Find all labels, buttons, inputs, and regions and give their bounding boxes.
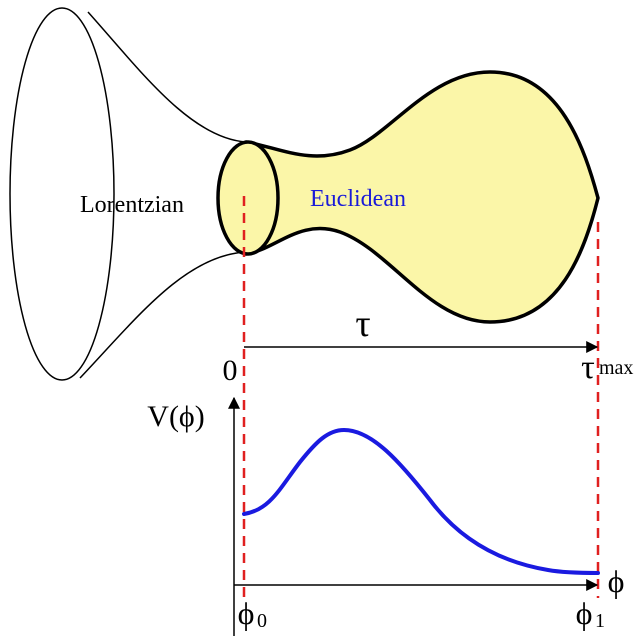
neck-ellipse bbox=[216, 140, 280, 256]
v-axis-label: V(ϕ) bbox=[147, 400, 204, 433]
phi0-subscript: 0 bbox=[257, 610, 267, 632]
tau-axis: τ 0 τ max bbox=[223, 303, 634, 387]
phi1-symbol: ϕ bbox=[576, 595, 593, 631]
potential-curve bbox=[242, 427, 600, 575]
lorentzian-region bbox=[9, 7, 247, 381]
lorentzian-upper-edge bbox=[87, 11, 247, 143]
potential-plot: V(ϕ) ϕ ϕ 0 ϕ 1 bbox=[147, 396, 625, 636]
zero-label: 0 bbox=[223, 354, 238, 387]
tau-max-subscript: max bbox=[599, 357, 633, 379]
euclidean-bulb bbox=[244, 70, 600, 324]
phi0-symbol: ϕ bbox=[238, 595, 255, 631]
phi-axis-label: ϕ bbox=[608, 563, 625, 599]
tau-max-symbol: τ bbox=[581, 349, 595, 386]
dashed-guides bbox=[242, 196, 600, 598]
euclidean-label: Euclidean bbox=[310, 186, 406, 212]
lorentzian-lower-edge bbox=[79, 251, 247, 379]
lorentzian-label: Lorentzian bbox=[80, 192, 184, 218]
euclidean-region bbox=[216, 70, 600, 324]
lorentzian-ellipse bbox=[9, 7, 115, 381]
phi1-subscript: 1 bbox=[595, 610, 605, 632]
tau-label: τ bbox=[355, 303, 370, 345]
